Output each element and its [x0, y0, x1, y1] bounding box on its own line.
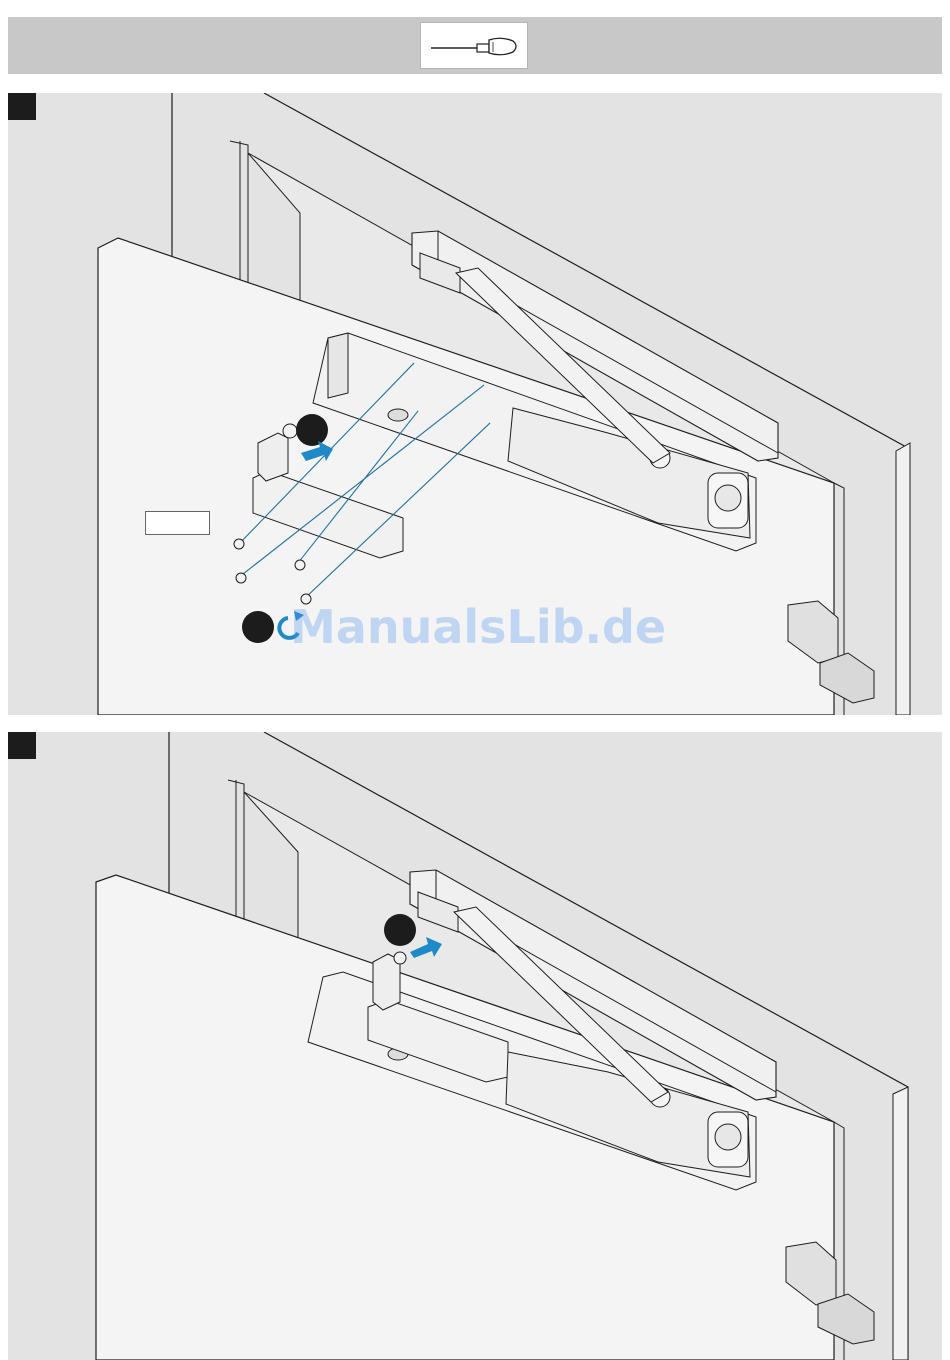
tool-box	[420, 22, 528, 69]
step-number-a-icon	[296, 414, 328, 446]
step-1-illustration	[8, 93, 942, 715]
screwdriver-icon	[429, 33, 521, 59]
tool-bar	[8, 17, 942, 74]
step-marker-2	[8, 732, 36, 759]
step-number-b-icon	[242, 611, 274, 643]
step-number-c-icon	[384, 914, 416, 946]
step-marker-1	[8, 93, 36, 120]
step-2-panel	[8, 732, 942, 1360]
step-1-panel	[8, 93, 942, 715]
step-2-illustration	[8, 732, 942, 1360]
callout-box	[145, 511, 210, 535]
